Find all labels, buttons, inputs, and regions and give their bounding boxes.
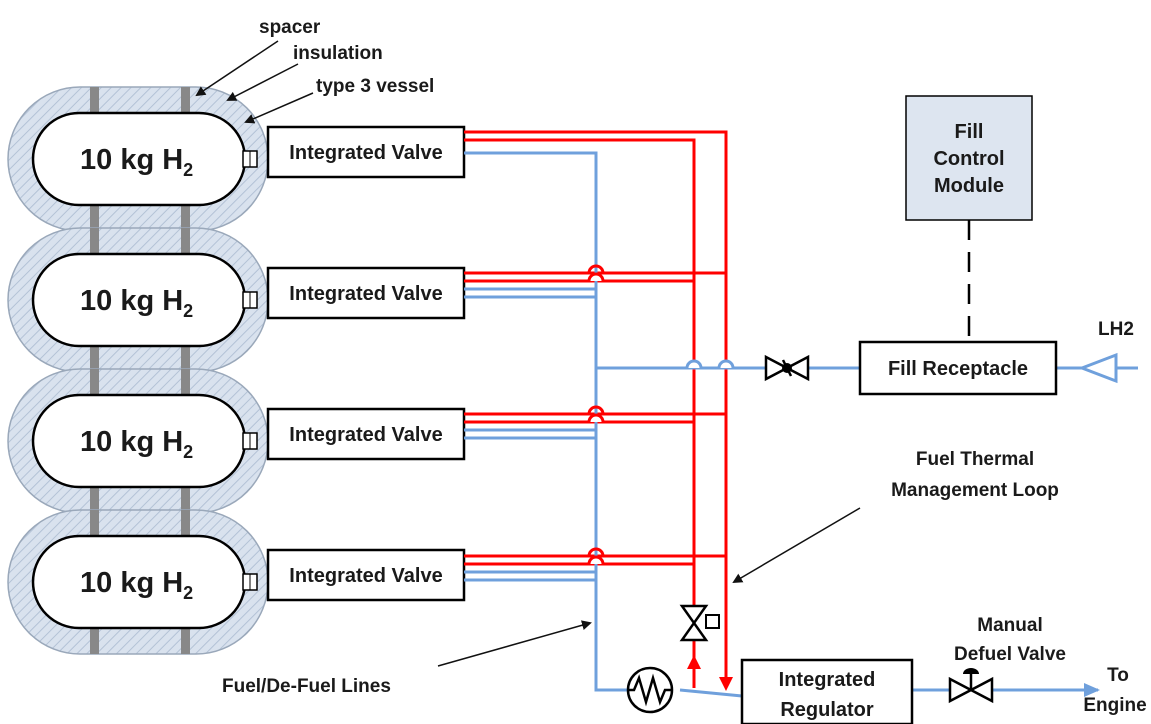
svg-text:Module: Module (934, 175, 1004, 197)
tank-4: 10 kg H2 (7, 509, 269, 655)
fuel-thermal-callout: Fuel Thermal (916, 449, 1034, 470)
lh2-label: LH2 (1098, 319, 1134, 340)
spacer-callout: spacer (259, 17, 321, 38)
tank-3: 10 kg H2 (7, 368, 269, 514)
svg-text:Fill Receptacle: Fill Receptacle (888, 358, 1028, 380)
svg-text:Integrated Valve: Integrated Valve (289, 142, 442, 164)
manual-defuel-callout: Defuel Valve (954, 644, 1066, 665)
fuel-defuel-callout: Fuel/De-Fuel Lines (222, 676, 391, 697)
svg-text:Integrated Valve: Integrated Valve (289, 424, 442, 446)
svg-text:Integrated Valve: Integrated Valve (289, 565, 442, 587)
spacer-leader (195, 40, 279, 97)
fuel-defuel-lines (464, 151, 1138, 698)
insulation-callout: insulation (293, 43, 383, 64)
fuel-thermal-leader (732, 507, 861, 584)
type3-vessel-leader (244, 92, 314, 124)
thermal-management-loop (464, 130, 733, 691)
insulation-leader (226, 63, 299, 101)
svg-text:Control: Control (933, 148, 1004, 170)
svg-text:Regulator: Regulator (780, 699, 874, 721)
fill-receptacle: Fill Receptacle (858, 340, 1058, 396)
svg-text:Fill: Fill (955, 121, 984, 143)
type3-vessel-callout: type 3 vessel (316, 76, 434, 97)
fill-shutoff-valve (764, 354, 810, 382)
lh2-inlet (1077, 352, 1118, 384)
manual-defuel-callout: Manual (977, 615, 1042, 636)
thermal-loop-valve (679, 604, 720, 642)
tank-1: 10 kg H2 (7, 86, 269, 232)
heat-exchanger (626, 666, 674, 714)
manual-defuel-valve (948, 668, 994, 704)
to-engine-callout: To (1107, 665, 1129, 686)
integrated-valve-2: Integrated Valve (266, 266, 466, 320)
to-engine-callout: Engine (1083, 695, 1146, 716)
tank-label: 10 kg H2 (80, 285, 193, 321)
integrated-valve-1: Integrated Valve (266, 125, 466, 179)
integrated-valve-3: Integrated Valve (266, 407, 466, 461)
svg-text:Integrated Valve: Integrated Valve (289, 283, 442, 305)
tank-label: 10 kg H2 (80, 144, 193, 180)
fuel-defuel-leader (437, 620, 592, 667)
svg-text:Integrated: Integrated (779, 669, 876, 691)
fill-control-module: Fill Control Module (905, 95, 1033, 221)
integrated-regulator: Integrated Regulator (740, 658, 914, 724)
fuel-thermal-callout: Management Loop (891, 480, 1059, 501)
tank-label: 10 kg H2 (80, 567, 193, 603)
tank-2: 10 kg H2 (7, 227, 269, 373)
tank-label: 10 kg H2 (80, 426, 193, 462)
integrated-valve-4: Integrated Valve (266, 548, 466, 602)
